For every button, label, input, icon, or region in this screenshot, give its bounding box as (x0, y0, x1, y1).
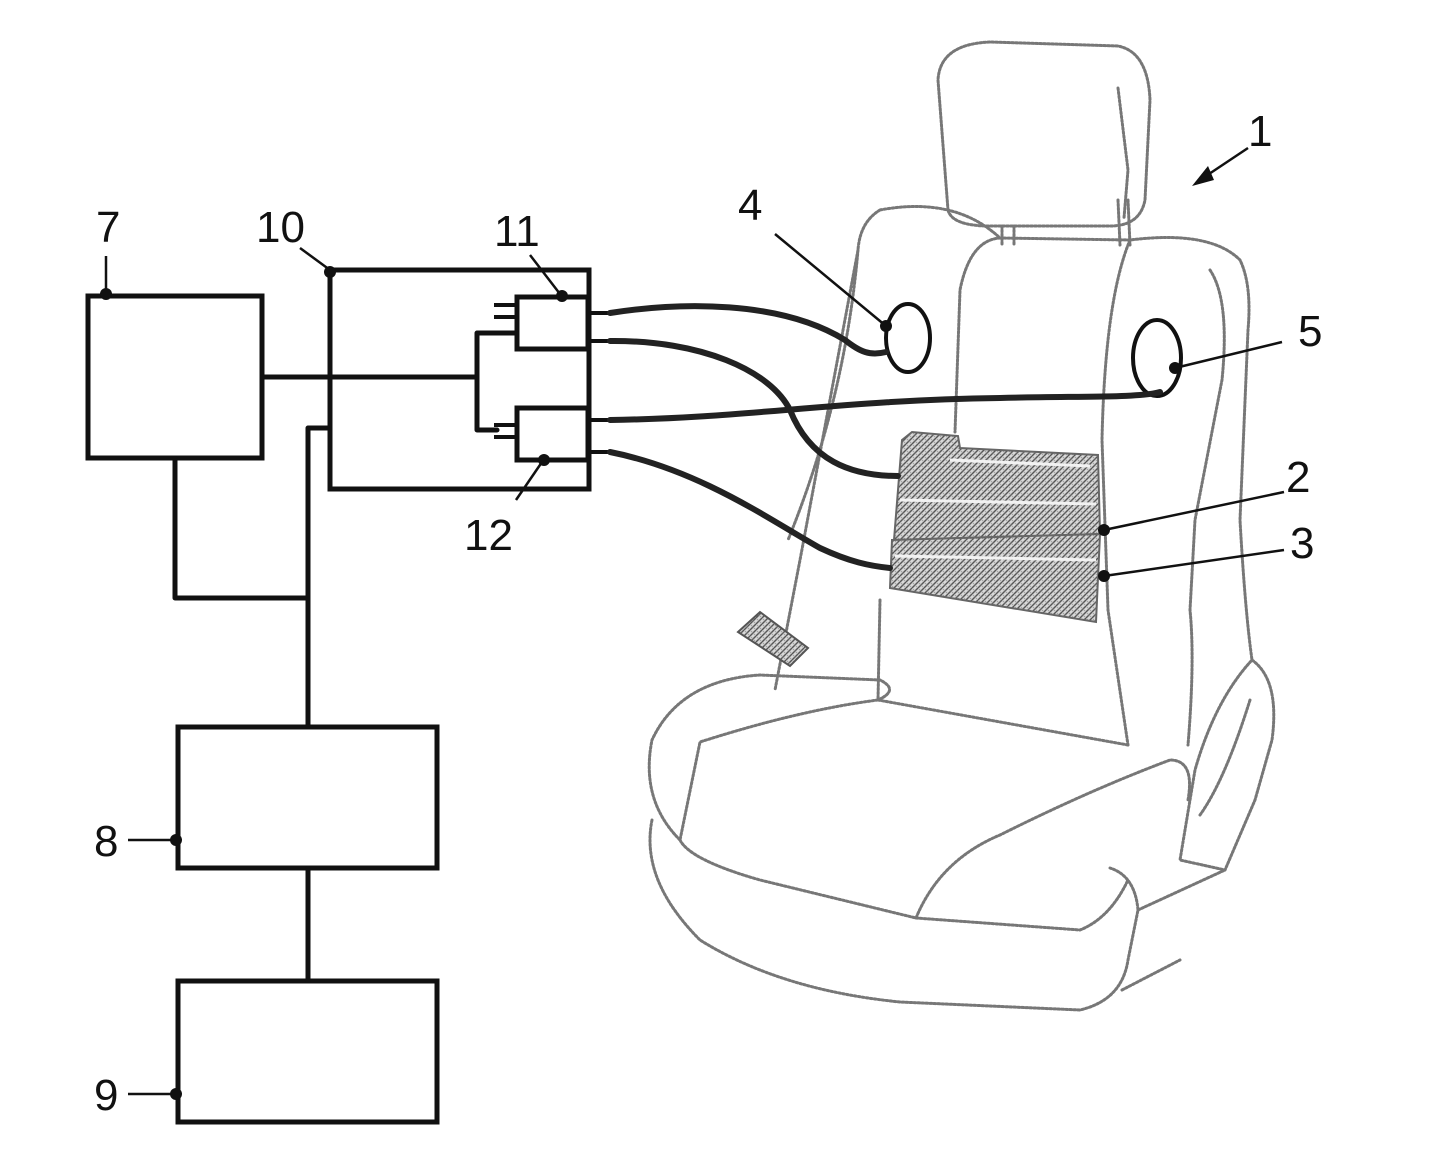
pad-3 (890, 534, 1100, 622)
label-2: 2 (1286, 453, 1310, 502)
pad-2 (894, 432, 1100, 540)
block-wiring (175, 333, 517, 981)
block-diagram (88, 270, 610, 1122)
pad-4 (886, 304, 930, 372)
seat-headrest (938, 42, 1150, 226)
label-11: 11 (494, 207, 540, 256)
label-8: 8 (94, 817, 118, 866)
seat-backrest (775, 207, 1252, 691)
block-7 (88, 296, 262, 458)
label-3: 3 (1290, 519, 1314, 568)
block-9 (178, 981, 437, 1122)
label-7: 7 (96, 203, 120, 252)
label-4: 4 (738, 181, 762, 230)
label-12: 12 (464, 511, 513, 560)
leader-lines (100, 148, 1284, 1100)
label-10: 10 (256, 203, 305, 252)
seat-cushion (649, 675, 889, 840)
reference-numerals: 1 2 3 4 5 7 8 9 10 11 12 (94, 107, 1322, 1120)
connector-pins (494, 305, 610, 452)
arrow-head (1192, 166, 1214, 186)
label-9: 9 (94, 1071, 118, 1120)
label-1: 1 (1248, 107, 1272, 156)
seat-belt-buckle (738, 612, 808, 666)
label-5: 5 (1298, 307, 1322, 356)
sub-module-11 (517, 297, 588, 349)
block-8 (178, 727, 437, 868)
sub-module-12 (517, 408, 588, 460)
pad-5 (1133, 320, 1181, 396)
